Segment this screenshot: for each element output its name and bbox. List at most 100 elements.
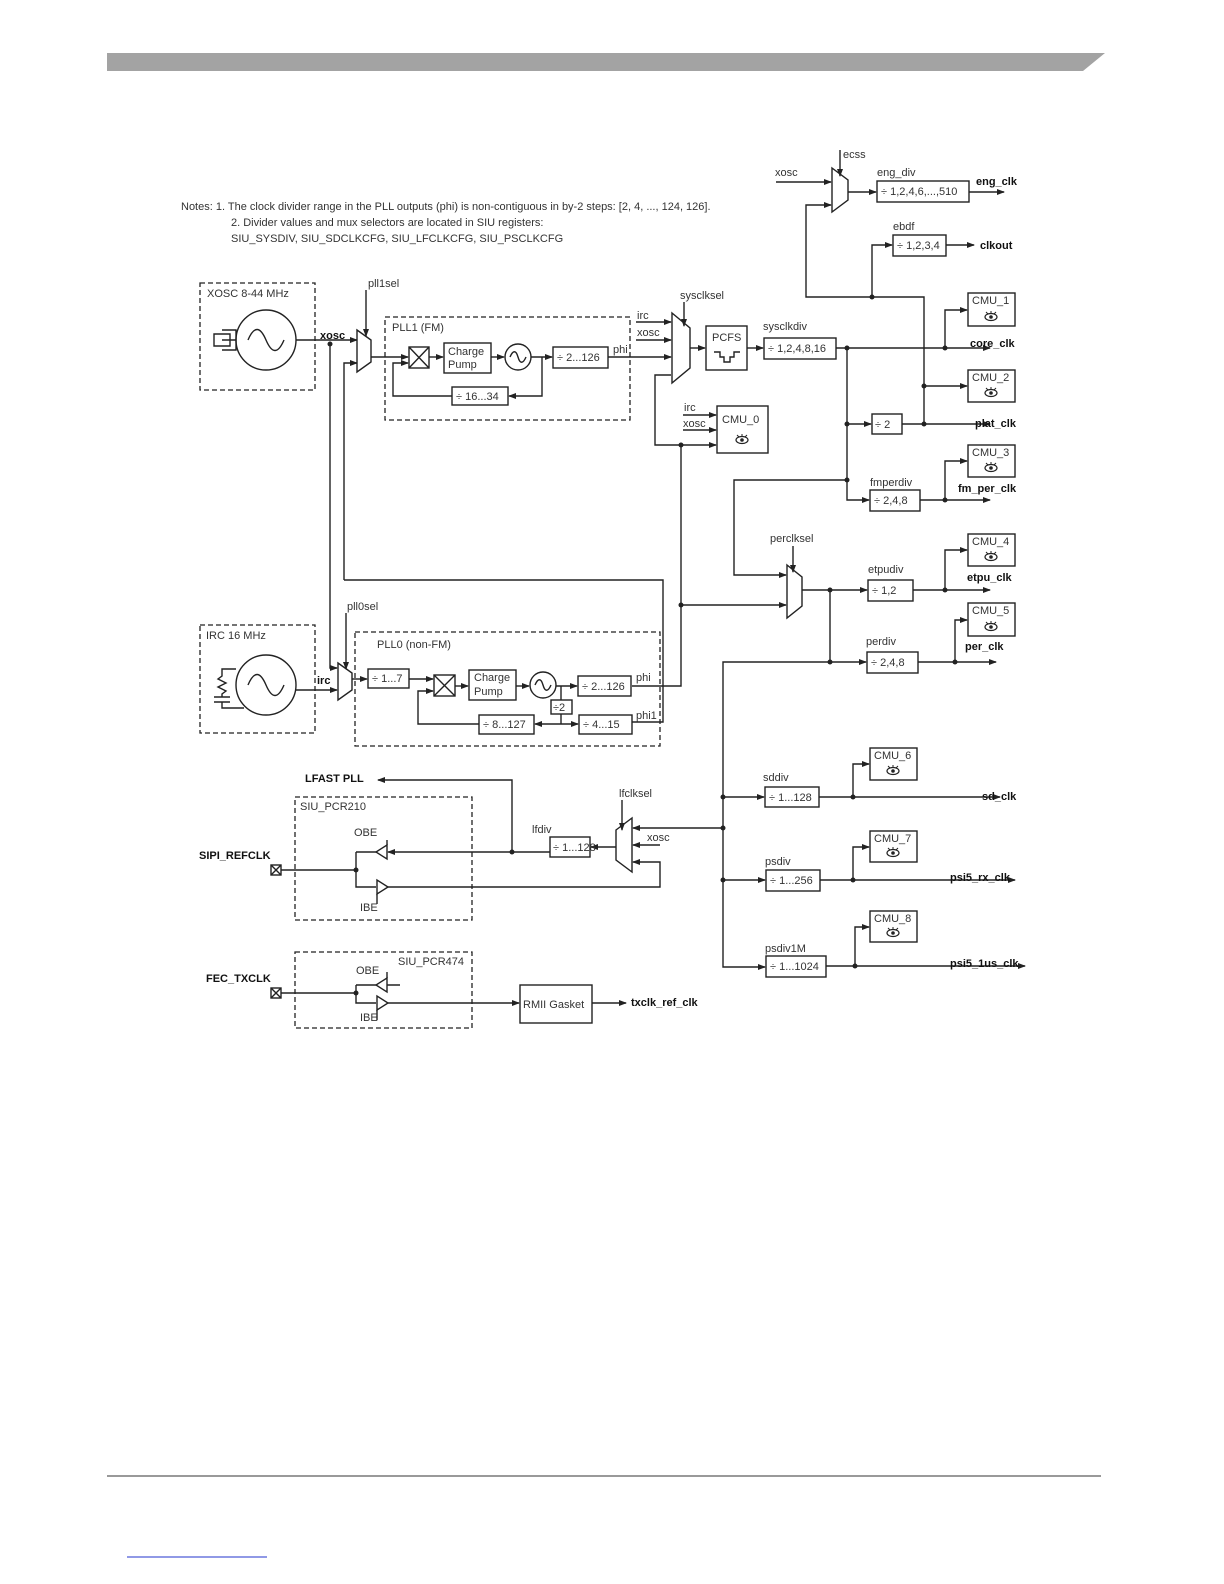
per-sel-label: perclksel bbox=[770, 533, 813, 545]
eng-sel-label: ecss bbox=[843, 149, 866, 161]
per-per-div-label: ÷ 2,4,8 bbox=[871, 657, 905, 669]
sys-fm-label-label: fmperdiv bbox=[870, 477, 913, 489]
eng-xosc-label: xosc bbox=[775, 167, 798, 179]
per-ps-div-label: ÷ 1...256 bbox=[770, 875, 813, 887]
crystal-icon bbox=[213, 329, 237, 351]
note-2: 2. Divider values and mux selectors are … bbox=[231, 217, 543, 229]
outputs-plat-clk-label: plat_clk bbox=[975, 418, 1017, 430]
cmu-c0-xosc-label: xosc bbox=[683, 418, 706, 430]
sys-plat-div-label: ÷ 2 bbox=[875, 419, 890, 431]
pll0sel-mux bbox=[337, 661, 353, 702]
outputs-txclk-ref-clk-label: txclk_ref_clk bbox=[631, 997, 699, 1009]
outputs-clkout-label: clkout bbox=[980, 240, 1013, 252]
eng-ebdf-label-label: ebdf bbox=[893, 221, 915, 233]
pll1-cp1-label: Charge bbox=[448, 346, 484, 358]
cmu-c2-label: CMU_2 bbox=[972, 372, 1009, 384]
outputs-etpu-clk-label: etpu_clk bbox=[967, 572, 1013, 584]
input-buffer bbox=[376, 994, 390, 1012]
pads-obe-label: OBE bbox=[354, 827, 377, 839]
per-etpu-label-label: etpudiv bbox=[868, 564, 904, 576]
charge-pump bbox=[468, 669, 517, 701]
pll0-div1-label: ÷ 4...15 bbox=[583, 719, 620, 731]
rc-icon bbox=[214, 668, 244, 709]
pll0-cp1-label: Charge bbox=[474, 672, 510, 684]
sys-xosc-label: xosc bbox=[637, 327, 660, 339]
cmu-c0-label: CMU_0 bbox=[722, 414, 759, 426]
pll0-block bbox=[354, 631, 661, 747]
perclksel-mux bbox=[786, 563, 803, 620]
sys-fm-div-label: ÷ 2,4,8 bbox=[874, 495, 908, 507]
outputs-psi5-1us-clk-label: psi5_1us_clk bbox=[950, 958, 1019, 970]
per-per-label-label: perdiv bbox=[866, 636, 896, 648]
vco-icon bbox=[504, 343, 532, 371]
outputs-fm-per-clk-label: fm_per_clk bbox=[958, 483, 1017, 495]
xosc-block bbox=[199, 282, 316, 391]
eng-div-label: ÷ 1,2,4,6,...,510 bbox=[881, 186, 957, 198]
outputs-sd-clk-label: sd_clk bbox=[982, 791, 1017, 803]
lfast-div-label-label: lfdiv bbox=[532, 824, 552, 836]
eng-div-label-label: eng_div bbox=[877, 167, 916, 179]
pll1-title-label: PLL1 (FM) bbox=[392, 322, 444, 334]
lfast-xosc-label: xosc bbox=[647, 832, 670, 844]
header-bar bbox=[107, 53, 1105, 71]
pll1-block bbox=[384, 316, 631, 421]
pll0-phi-label: phi bbox=[636, 672, 651, 684]
pll1-cp2-label: Pump bbox=[448, 359, 477, 371]
pads-obe-label: OBE bbox=[356, 965, 379, 977]
pads-ibe-label: IBE bbox=[360, 1012, 378, 1024]
pads-fec-label: FEC_TXCLK bbox=[206, 973, 271, 985]
cmu-7 bbox=[869, 830, 918, 863]
lfast-div-label: ÷ 1...128 bbox=[553, 842, 596, 854]
eng-ebdf-label: ÷ 1,2,3,4 bbox=[897, 240, 940, 252]
rmii-gasket bbox=[519, 984, 593, 1024]
per-ps1m-div-label: ÷ 1...1024 bbox=[770, 961, 819, 973]
vco-icon bbox=[529, 671, 557, 699]
sys-div-label: ÷ 1,2,4,8,16 bbox=[768, 343, 826, 355]
outputs-core-clk-label: core_clk bbox=[970, 338, 1016, 350]
per-ps-label-label: psdiv bbox=[765, 856, 791, 868]
charge-pump bbox=[443, 342, 492, 374]
cmu-c3-label: CMU_3 bbox=[972, 447, 1009, 459]
pll0-div-label: ÷ 2...126 bbox=[582, 681, 625, 693]
pll0-cp2-label: Pump bbox=[474, 686, 503, 698]
pll0-div2-label: ÷2 bbox=[553, 702, 565, 714]
siu-pcr474-block bbox=[294, 951, 473, 1029]
pll1sel-mux bbox=[356, 328, 372, 374]
pads-pcr474-label: SIU_PCR474 bbox=[398, 956, 464, 968]
pll1-div-label: ÷ 2...126 bbox=[557, 352, 600, 364]
sys-irc-label: irc bbox=[637, 310, 649, 322]
cmu-c5-label: CMU_5 bbox=[972, 605, 1009, 617]
sources-irc-title-label: IRC 16 MHz bbox=[206, 630, 266, 642]
pads-sipi-label: SIPI_REFCLK bbox=[199, 850, 271, 862]
pll0-title-label: PLL0 (non-FM) bbox=[377, 639, 451, 651]
lfast-sel-label: lfclksel bbox=[619, 788, 652, 800]
sources-irc-label: irc bbox=[317, 675, 330, 687]
note-1: Notes: 1. The clock divider range in the… bbox=[181, 201, 711, 213]
pll0-pre-label: ÷ 1...7 bbox=[372, 673, 403, 685]
pll0-phi1-label: phi1 bbox=[636, 710, 657, 722]
sources-xosc-title-label: XOSC 8-44 MHz bbox=[207, 288, 289, 300]
outputs-lfast-pll-label: LFAST PLL bbox=[305, 773, 364, 785]
pll0-sel-label: pll0sel bbox=[347, 601, 378, 613]
pads-pcr210-label: SIU_PCR210 bbox=[300, 801, 366, 813]
per-ps1m-label-label: psdiv1M bbox=[765, 943, 806, 955]
cmu-c7-label: CMU_7 bbox=[874, 833, 911, 845]
cmu-0 bbox=[716, 405, 769, 454]
output-buffer bbox=[374, 976, 388, 994]
outputs-eng-clk-label: eng_clk bbox=[976, 176, 1018, 188]
per-sd-div-label: ÷ 1...128 bbox=[769, 792, 812, 804]
cmu-c0-irc-label: irc bbox=[684, 402, 696, 414]
sysclksel-mux bbox=[671, 311, 691, 385]
sys-pcfs-label: PCFS bbox=[712, 332, 741, 344]
siu-pcr210-block bbox=[294, 796, 473, 921]
cmu-c8-label: CMU_8 bbox=[874, 913, 911, 925]
lfclksel-mux bbox=[615, 816, 633, 874]
pll1-fb-label: ÷ 16...34 bbox=[456, 391, 499, 403]
cmu-c6-label: CMU_6 bbox=[874, 750, 911, 762]
pll0-fb-label: ÷ 8...127 bbox=[483, 719, 526, 731]
irc-block bbox=[199, 624, 316, 734]
pll1-sel-label: pll1sel bbox=[368, 278, 399, 290]
pads-rmii-label: RMII Gasket bbox=[523, 999, 584, 1011]
sys-div-label-label: sysclkdiv bbox=[763, 321, 808, 333]
